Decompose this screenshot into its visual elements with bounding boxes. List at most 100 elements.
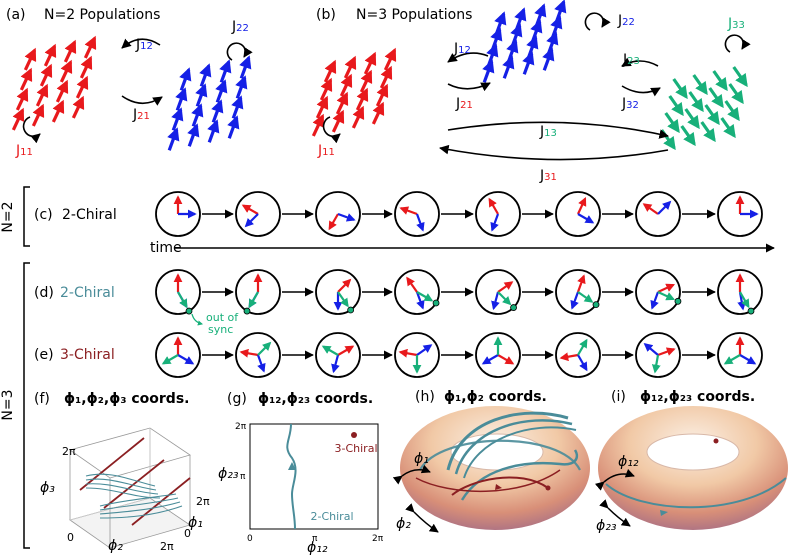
spin-arrow (31, 103, 45, 127)
spin-arrow (355, 87, 369, 111)
g-ylabel: ϕ₂₃ (218, 466, 239, 482)
spin-arrow (359, 69, 373, 93)
spin-arrow (712, 70, 728, 92)
g-xtick-2pi: 2π (372, 534, 384, 544)
h-phi2-label: ϕ₂ (396, 516, 411, 532)
row-d-label: 2-Chiral (60, 285, 115, 301)
g-2chiral-curve (286, 423, 297, 530)
panel-b: (b) N=3 Populations J12 J21 J22 J23 J32 … (311, 0, 751, 184)
label-j11: J11 (317, 143, 335, 159)
phase-hand (723, 354, 741, 365)
phase-hand (337, 212, 356, 222)
time-axis: time (150, 240, 775, 256)
phase-hand (651, 354, 661, 374)
spin-arrow (239, 55, 252, 79)
spin-arrow (371, 101, 385, 125)
spin-arrow (39, 63, 53, 87)
panel-h-letter: (h) (415, 389, 435, 405)
spin-arrow (75, 75, 89, 99)
spin-arrow (219, 59, 232, 83)
row-e: (e) 3-Chiral (34, 332, 763, 378)
spin-arrow (15, 87, 29, 111)
time-label: time (150, 240, 182, 256)
phase-hand (244, 213, 259, 228)
spin-arrow (227, 115, 240, 139)
panel-f-title: ϕ₁,ϕ₂,ϕ₃ coords. (64, 391, 189, 407)
phase-hand (491, 291, 500, 311)
coupling-arrow-j32 (621, 85, 661, 97)
phase-hand (570, 291, 580, 310)
spin-arrow (71, 95, 85, 119)
g-xlabel: ϕ₁₂ (307, 540, 328, 555)
phase-hand (739, 354, 757, 365)
phase-hand (399, 206, 418, 216)
phase-hand (337, 278, 352, 293)
self-coupling-arrow-j33 (724, 34, 751, 53)
spin-arrow (187, 123, 200, 147)
out-of-sync-marker (592, 301, 600, 309)
clock-sequence-c (155, 191, 763, 237)
label-j21: J21 (455, 96, 473, 112)
phase-hand (577, 338, 588, 356)
phase-hand (177, 354, 195, 365)
panel-f-letter: (f) (34, 391, 50, 407)
spin-arrow (207, 119, 220, 143)
panel-b-title: N=3 Populations (356, 7, 472, 23)
panel-h: (h) ϕ₁,ϕ₂ coords. ϕ₁ ϕ₂ (392, 389, 590, 533)
phase-hand (256, 354, 266, 373)
i-phi12-label: ϕ₁₂ (618, 454, 639, 470)
spin-arrow (720, 117, 736, 139)
spin-arrow (55, 79, 69, 103)
label-j31: J31 (539, 168, 557, 184)
out-of-sync-line1: out of (206, 311, 239, 324)
phase-hand (576, 274, 586, 293)
spin-arrow (664, 112, 680, 134)
coupling-arrow-j31 (439, 144, 669, 161)
out-of-sync-marker (510, 304, 517, 311)
coupling-arrow-j23 (621, 57, 659, 67)
phase-hand (161, 354, 179, 365)
out-of-sync-pointer (191, 313, 204, 326)
g-3chiral-point (351, 432, 357, 438)
spin-arrow (668, 95, 684, 117)
phase-hand (490, 213, 500, 232)
spin-arrow (319, 77, 333, 101)
panel-g-letter: (g) (227, 391, 247, 407)
panel-g-title: ϕ₁₂,ϕ₂₃ coords. (258, 391, 373, 407)
i-phi23-arrow (599, 499, 631, 527)
spin-arrow (311, 113, 325, 137)
out-of-sync-marker (347, 306, 355, 314)
spin-arrow (83, 35, 97, 59)
spin-arrow (19, 67, 33, 91)
spin-arrow (502, 55, 515, 79)
phase-hand (177, 291, 188, 309)
spin-arrow (335, 91, 349, 115)
spin-arrow (383, 47, 397, 71)
spin-arrow (235, 75, 248, 99)
phase-hand (577, 213, 595, 224)
out-of-sync-marker (432, 299, 440, 307)
label-j21: J21 (132, 107, 150, 123)
row-e-label: 3-Chiral (60, 347, 115, 363)
clock-sequence-e (155, 332, 763, 378)
coupling-arrow-j21 (447, 82, 491, 92)
bracket-n3: N=3 (0, 262, 30, 549)
spin-arrow (79, 55, 93, 79)
label-j32: J32 (621, 96, 639, 112)
spin-arrow (171, 107, 184, 131)
phase-hand (415, 291, 425, 310)
label-j33: J33 (727, 16, 745, 32)
phase-hand (657, 291, 676, 301)
self-coupling-arrow-j11 (22, 116, 41, 144)
phase-hand (497, 291, 512, 306)
bracket-n3-label: N=3 (0, 389, 16, 420)
self-coupling-arrow-j22 (226, 42, 253, 61)
spin-arrow (724, 100, 740, 122)
out-of-sync-marker (185, 307, 193, 315)
row-e-letter: (e) (34, 347, 54, 363)
phase-hand (415, 213, 425, 232)
bracket-n2-label: N=2 (0, 201, 16, 232)
spin-arrow (708, 87, 724, 109)
f-xlabel: ϕ₂ (108, 538, 123, 554)
